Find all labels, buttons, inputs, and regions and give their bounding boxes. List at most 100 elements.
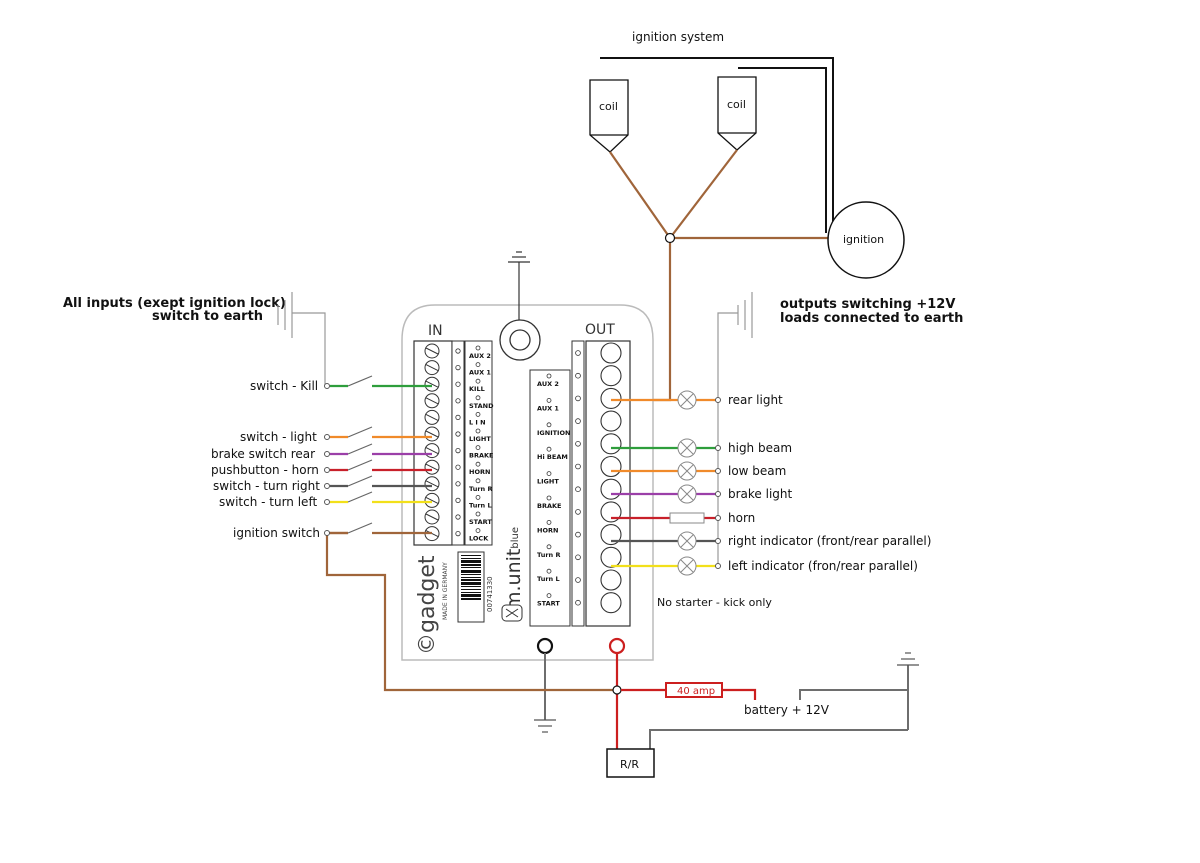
ground-icon-outputs — [717, 292, 753, 566]
out-led — [575, 463, 581, 470]
switch-contact — [347, 459, 373, 471]
in-led — [455, 530, 461, 537]
out-led — [575, 440, 581, 447]
output-load: horn — [611, 511, 755, 525]
out-terminal-label: START — [537, 600, 560, 608]
in-led — [455, 514, 461, 520]
ground-icon-inputs — [277, 292, 326, 385]
in-led — [455, 447, 461, 454]
input-switch-label: pushbutton - horn — [211, 463, 319, 477]
out-led — [575, 372, 581, 379]
coil-left-label: coil — [599, 100, 618, 113]
battery-label: battery + 12V — [744, 703, 830, 717]
in-terminal-label: KILL — [469, 385, 485, 393]
ignition-signal-line-2 — [738, 67, 827, 233]
model-name-text: m.unit — [503, 549, 525, 610]
switch-contact — [347, 491, 373, 503]
coil-right-label: coil — [727, 98, 746, 111]
in-terminal-label: Turn L — [469, 501, 492, 509]
regulator-label: R/R — [620, 758, 639, 771]
ignition-signal-line — [600, 57, 834, 233]
outputs-note-line2: loads connected to earth — [780, 311, 963, 326]
out-terminal-label: Hi BEAM — [537, 453, 568, 461]
in-terminal-label: L I N — [469, 418, 486, 426]
ignition-system-title: ignition system — [632, 30, 724, 44]
out-led — [575, 554, 581, 561]
ignition-module-label: ignition — [843, 233, 884, 246]
output-load: rear light — [611, 390, 783, 410]
in-label: IN — [428, 323, 443, 339]
switch-contact — [347, 426, 373, 438]
brand-logo: ©gadget — [415, 555, 440, 655]
junction-node — [664, 232, 676, 244]
input-switch-label: switch - light — [240, 430, 317, 444]
out-screw — [600, 569, 622, 591]
input-switch: pushbutton - horn — [211, 459, 432, 477]
input-switch: switch - turn left — [219, 491, 432, 509]
plus-terminal — [608, 637, 626, 655]
out-led — [575, 509, 581, 515]
input-switch-label: switch - turn right — [213, 479, 320, 493]
input-switch: switch - turn right — [213, 475, 432, 493]
output-load: brake light — [611, 484, 793, 504]
in-terminal-label: AUX 2 — [469, 352, 491, 360]
in-led — [455, 431, 461, 437]
no-starter-note: No starter - kick only — [657, 596, 772, 609]
out-terminal-label: HORN — [537, 526, 558, 534]
in-led — [455, 414, 461, 420]
input-switch-label: brake switch rear — [211, 447, 315, 461]
output-load: low beam — [611, 461, 786, 481]
ground-terminal — [536, 637, 554, 655]
input-switch: switch - Kill — [250, 375, 432, 393]
output-load: high beam — [611, 438, 792, 458]
ground-icon-battery — [897, 652, 919, 666]
model-name: m.unitblue — [503, 527, 525, 610]
in-terminal-label: STAND — [469, 402, 494, 410]
out-screw — [600, 524, 622, 546]
output-label: low beam — [728, 464, 786, 478]
out-screw — [600, 387, 622, 409]
in-terminal-label: HORN — [469, 468, 490, 476]
input-switch-label: switch - Kill — [250, 379, 318, 393]
serial-number: 00741330 — [486, 576, 494, 612]
input-switch-label: ignition switch — [233, 526, 320, 540]
out-screw — [600, 410, 622, 432]
ground-icon-unit — [534, 719, 556, 733]
input-switch: switch - light — [240, 426, 432, 444]
out-screw — [600, 478, 622, 500]
out-led — [575, 599, 581, 606]
out-screw — [600, 342, 622, 364]
out-terminal-label: Turn L — [537, 575, 560, 583]
out-terminal-label: AUX 1 — [537, 404, 559, 412]
in-led — [455, 497, 461, 503]
input-switch-label: switch - turn left — [219, 495, 317, 509]
in-terminal-label: START — [469, 518, 492, 526]
barcode — [457, 551, 485, 623]
model-suffix: blue — [510, 527, 521, 549]
out-terminal-label: Turn R — [537, 551, 560, 559]
output-label: left indicator (fron/rear parallel) — [728, 559, 918, 573]
regulator-rectifier — [606, 748, 655, 778]
output-label: brake light — [728, 487, 793, 501]
switch-contact — [347, 475, 373, 487]
in-led — [455, 398, 461, 404]
bluetooth-icon — [501, 604, 523, 622]
fuse-label: 40 amp — [677, 686, 715, 697]
in-led — [455, 464, 461, 470]
in-led — [455, 348, 461, 354]
ignition-module: ignition — [827, 201, 905, 279]
out-terminal-label: BRAKE — [537, 502, 561, 510]
junction-node-battery — [612, 685, 622, 695]
inputs-note-line1: All inputs (exept ignition lock) — [63, 296, 286, 311]
output-label: horn — [728, 511, 755, 525]
switch-contact — [347, 443, 373, 455]
out-screw — [600, 592, 622, 614]
output-label: high beam — [728, 441, 792, 455]
in-label-panel — [464, 340, 493, 546]
out-terminal-label: LIGHT — [537, 478, 559, 486]
out-led — [575, 350, 581, 356]
out-led — [575, 418, 581, 424]
out-terminal-label: AUX 2 — [537, 380, 559, 388]
